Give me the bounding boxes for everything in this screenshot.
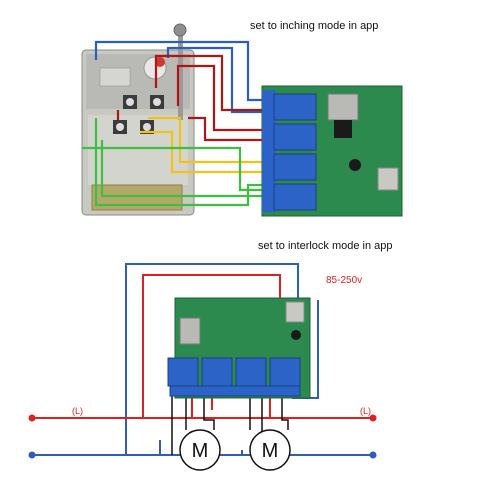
motor-left-label: M (192, 440, 209, 462)
antenna (173, 23, 187, 120)
live-wires (30, 274, 376, 419)
motor-left: M (179, 429, 221, 471)
signal-wires (82, 40, 268, 207)
neutral-terminal-right (369, 451, 377, 459)
live-label-left: (L) (72, 406, 83, 416)
live-label-right: (L) (360, 406, 371, 416)
live-terminal-right (369, 414, 377, 422)
motor-right-label: M (262, 440, 279, 462)
motor-right: M (249, 429, 291, 471)
voltage-label: 85-250v (326, 275, 363, 286)
relay-board-top (261, 85, 403, 217)
top-caption: set to inching mode in app (250, 20, 379, 32)
neutral-terminal-left (28, 451, 36, 459)
relay-board-bottom (167, 297, 311, 399)
live-terminal-left (28, 414, 36, 422)
bottom-caption: set to interlock mode in app (258, 240, 393, 252)
